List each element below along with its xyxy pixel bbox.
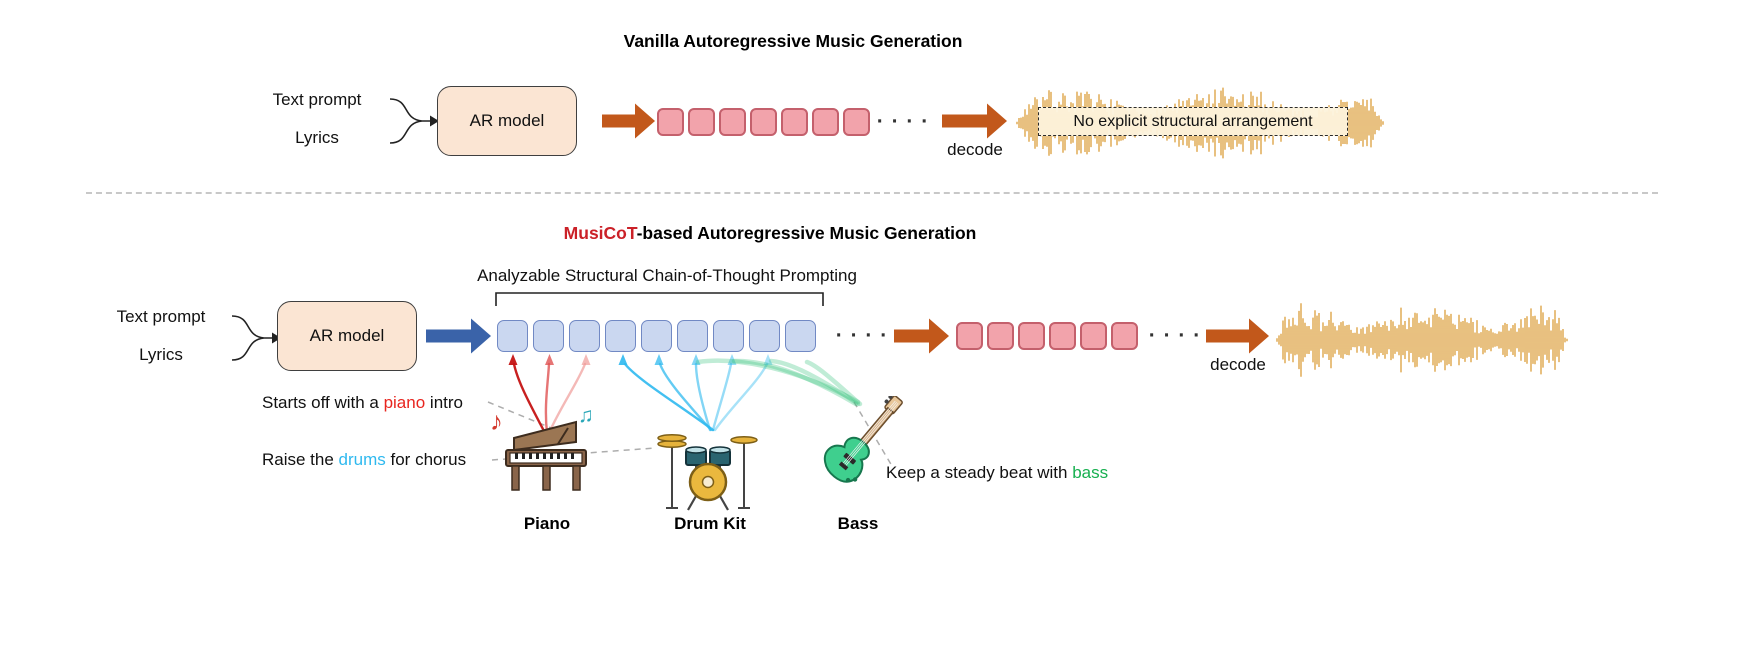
token	[719, 108, 746, 136]
decode-label-top: decode	[947, 140, 1003, 159]
token	[1018, 322, 1045, 350]
token	[497, 320, 528, 352]
token	[956, 322, 983, 350]
input-brace-arrow-icon	[231, 315, 281, 361]
orange-arrow-icon	[942, 103, 1007, 139]
annotation-piano: Starts off with a piano intro	[262, 393, 463, 413]
annotation-drums-post: for chorus	[385, 450, 467, 469]
no-structure-note: No explicit structural arrangement	[1038, 107, 1348, 136]
drum-kit-label: Drum Kit	[674, 514, 746, 533]
svg-text:♪: ♪	[490, 406, 503, 436]
annotation-drums-pre: Raise the	[262, 450, 339, 469]
annotation-drums: Raise the drums for chorus	[262, 450, 466, 470]
text-prompt-label-bottom: Text prompt	[116, 307, 206, 326]
waveform-bottom	[1276, 303, 1568, 377]
musicot-section-title: MusiCoT-based Autoregressive Music Gener…	[520, 223, 1020, 244]
blue-arrow-icon	[426, 318, 491, 354]
token	[1111, 322, 1138, 350]
token	[688, 108, 715, 136]
annotation-bass-pre: Keep a steady beat with	[886, 463, 1073, 482]
decode-label-bottom: decode	[1210, 355, 1266, 374]
ellipsis-dots: · · · ·	[876, 110, 930, 133]
annotation-piano-pre: Starts off with a	[262, 393, 384, 412]
vanilla-section-title: Vanilla Autoregressive Music Generation	[623, 31, 963, 51]
annotation-bass-word: bass	[1072, 463, 1109, 482]
ellipsis-dots: · · · ·	[1148, 324, 1202, 347]
token	[533, 320, 564, 352]
token	[749, 320, 780, 352]
bass-icon	[823, 396, 903, 483]
token	[987, 322, 1014, 350]
musicot-title-highlight: MusiCoT	[563, 223, 637, 243]
token	[641, 320, 672, 352]
token	[657, 108, 684, 136]
token-row-acoustic	[956, 322, 1138, 350]
orange-arrow-icon	[602, 103, 655, 139]
ar-model-box-bottom: AR model	[277, 301, 417, 371]
input-brace-arrow-icon	[389, 98, 439, 144]
piano-icon: ♪ ♫	[490, 404, 594, 491]
ellipsis-dots: · · · ·	[835, 324, 889, 347]
cot-prompting-label: Analyzable Structural Chain-of-Thought P…	[477, 266, 857, 285]
token-row-vanilla	[657, 108, 870, 136]
bass-label: Bass	[837, 514, 879, 533]
token	[605, 320, 636, 352]
token	[677, 320, 708, 352]
token	[785, 320, 816, 352]
lyrics-label-bottom: Lyrics	[139, 345, 183, 364]
token	[1080, 322, 1107, 350]
annotation-piano-post: intro	[425, 393, 463, 412]
lyrics-label-top: Lyrics	[295, 128, 339, 147]
svg-text:♫: ♫	[578, 404, 594, 427]
token	[843, 108, 870, 136]
orange-arrow-icon	[894, 318, 949, 354]
token	[1049, 322, 1076, 350]
token-row-cot	[497, 320, 816, 352]
token	[750, 108, 777, 136]
text-prompt-label-top: Text prompt	[272, 90, 362, 109]
piano-label: Piano	[523, 514, 571, 533]
ar-model-label-top: AR model	[469, 111, 545, 130]
token	[781, 108, 808, 136]
annotation-drums-word: drums	[338, 450, 386, 469]
ar-model-box-top: AR model	[437, 86, 577, 156]
annotation-piano-word: piano	[383, 393, 426, 412]
musicot-title-rest: -based Autoregressive Music Generation	[636, 223, 977, 243]
token	[812, 108, 839, 136]
orange-arrow-icon	[1206, 318, 1269, 354]
drum-kit-icon	[657, 434, 758, 511]
cot-bracket-icon	[495, 292, 824, 306]
section-divider	[86, 192, 1658, 194]
token	[713, 320, 744, 352]
no-structure-note-text: No explicit structural arrangement	[1073, 112, 1313, 130]
ar-model-label-bottom: AR model	[309, 326, 385, 345]
annotation-bass: Keep a steady beat with bass	[886, 463, 1108, 483]
token	[569, 320, 600, 352]
